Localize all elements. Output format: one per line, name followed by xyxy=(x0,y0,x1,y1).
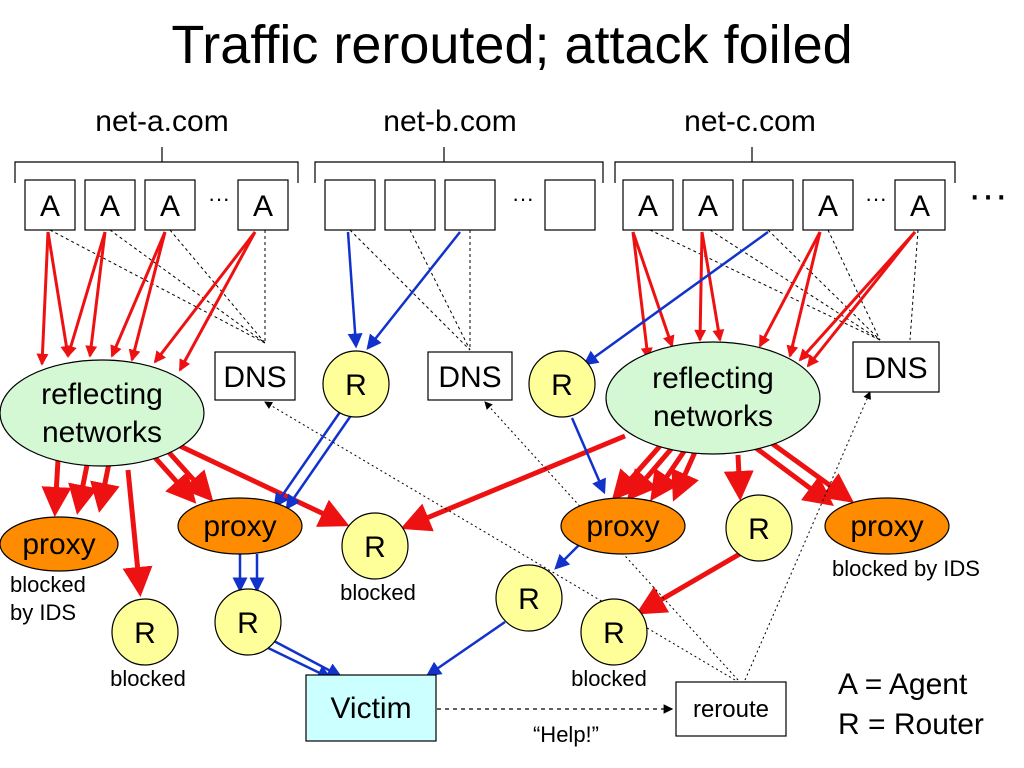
router-node xyxy=(322,350,390,418)
proxy-label: proxy xyxy=(203,510,276,543)
host-box xyxy=(544,179,596,231)
agent-box xyxy=(682,179,734,231)
reflecting-network xyxy=(605,341,821,455)
proxy-node xyxy=(0,516,119,572)
victim-box xyxy=(305,674,437,742)
dns-box xyxy=(427,351,513,401)
agent-box xyxy=(622,179,674,231)
blocked-label: blocked xyxy=(340,580,416,605)
host-box xyxy=(742,179,794,231)
host-box xyxy=(444,179,496,231)
agent-label: A xyxy=(910,190,930,223)
attack-arrows-net-c xyxy=(631,230,917,368)
router-node xyxy=(528,350,596,418)
legend-agent: A = Agent xyxy=(838,668,968,701)
agent-label: A xyxy=(698,190,718,223)
net-b-label: net-b.com xyxy=(383,105,516,138)
reflecting-label: networks xyxy=(42,416,162,449)
agent-box xyxy=(24,179,76,231)
agent-label: A xyxy=(40,190,60,223)
agent-label: A xyxy=(253,190,273,223)
agent-box xyxy=(84,179,136,231)
proxy-label: proxy xyxy=(22,528,95,561)
reflecting-network xyxy=(0,359,205,467)
router-node xyxy=(111,598,179,666)
reroute-label: reroute xyxy=(693,696,769,723)
agent-box xyxy=(237,179,289,231)
reroute-box xyxy=(675,681,787,737)
router-node xyxy=(214,588,282,656)
ellipsis: ··· xyxy=(865,186,887,211)
net-a-brace xyxy=(14,147,299,183)
agent-label: A xyxy=(160,190,180,223)
agent-label: A xyxy=(100,190,120,223)
reflecting-label: reflecting xyxy=(652,362,774,395)
net-b-brace xyxy=(314,147,604,183)
router-node xyxy=(495,564,563,632)
agent-box xyxy=(894,179,946,231)
proxy-label: proxy xyxy=(586,510,659,543)
proxy-label: proxy xyxy=(850,510,923,543)
agent-label: A xyxy=(818,190,838,223)
proxy-node xyxy=(560,497,686,555)
dns-box xyxy=(214,351,296,401)
router-label: R xyxy=(134,617,156,650)
blocked-label: blocked xyxy=(110,666,186,691)
blocked-by-ids-label: blocked by IDS xyxy=(832,556,980,581)
legit-traffic-arrows xyxy=(232,230,769,680)
dns-label: DNS xyxy=(438,361,501,394)
dns-label: DNS xyxy=(223,361,286,394)
ellipsis: ··· xyxy=(208,186,230,211)
reflecting-label: reflecting xyxy=(41,378,163,411)
router-label: R xyxy=(518,583,540,616)
router-label: R xyxy=(748,513,770,546)
reroute-dns-updates xyxy=(264,391,871,681)
router-node xyxy=(580,598,648,666)
dns-label: DNS xyxy=(864,352,927,385)
attack-arrows-net-a xyxy=(36,231,257,372)
router-node xyxy=(725,494,793,562)
victim-label: Victim xyxy=(330,692,411,725)
net-c-label: net-c.com xyxy=(684,105,816,138)
more-networks-ellipsis: ··· xyxy=(968,173,1008,217)
agent-box xyxy=(144,179,196,231)
reflected-attack-arrows-left xyxy=(41,443,350,597)
router-label: R xyxy=(237,607,259,640)
router-label: R xyxy=(603,617,625,650)
blocked-label: blocked xyxy=(571,666,647,691)
host-box xyxy=(324,179,376,231)
blocked-by-ids-label: blocked xyxy=(10,572,86,597)
router-label: R xyxy=(345,369,367,402)
net-c-brace xyxy=(614,147,956,183)
ellipsis: ··· xyxy=(512,186,534,211)
proxy-node xyxy=(177,497,303,555)
router-label: R xyxy=(364,531,386,564)
agent-box xyxy=(802,179,854,231)
host-box xyxy=(384,179,436,231)
blocked-by-ids-label: by IDS xyxy=(10,600,76,625)
help-label: “Help!” xyxy=(533,722,599,747)
net-a-label: net-a.com xyxy=(95,105,228,138)
proxy-node xyxy=(824,497,950,555)
reflecting-label: networks xyxy=(653,400,773,433)
legend-router: R = Router xyxy=(838,708,984,741)
agent-label: A xyxy=(638,190,658,223)
router-label: R xyxy=(551,369,573,402)
router-node xyxy=(341,512,409,580)
dns-box xyxy=(852,341,940,393)
reflected-attack-arrows-right xyxy=(400,433,855,615)
page-title: Traffic rerouted; attack foiled xyxy=(171,15,852,75)
